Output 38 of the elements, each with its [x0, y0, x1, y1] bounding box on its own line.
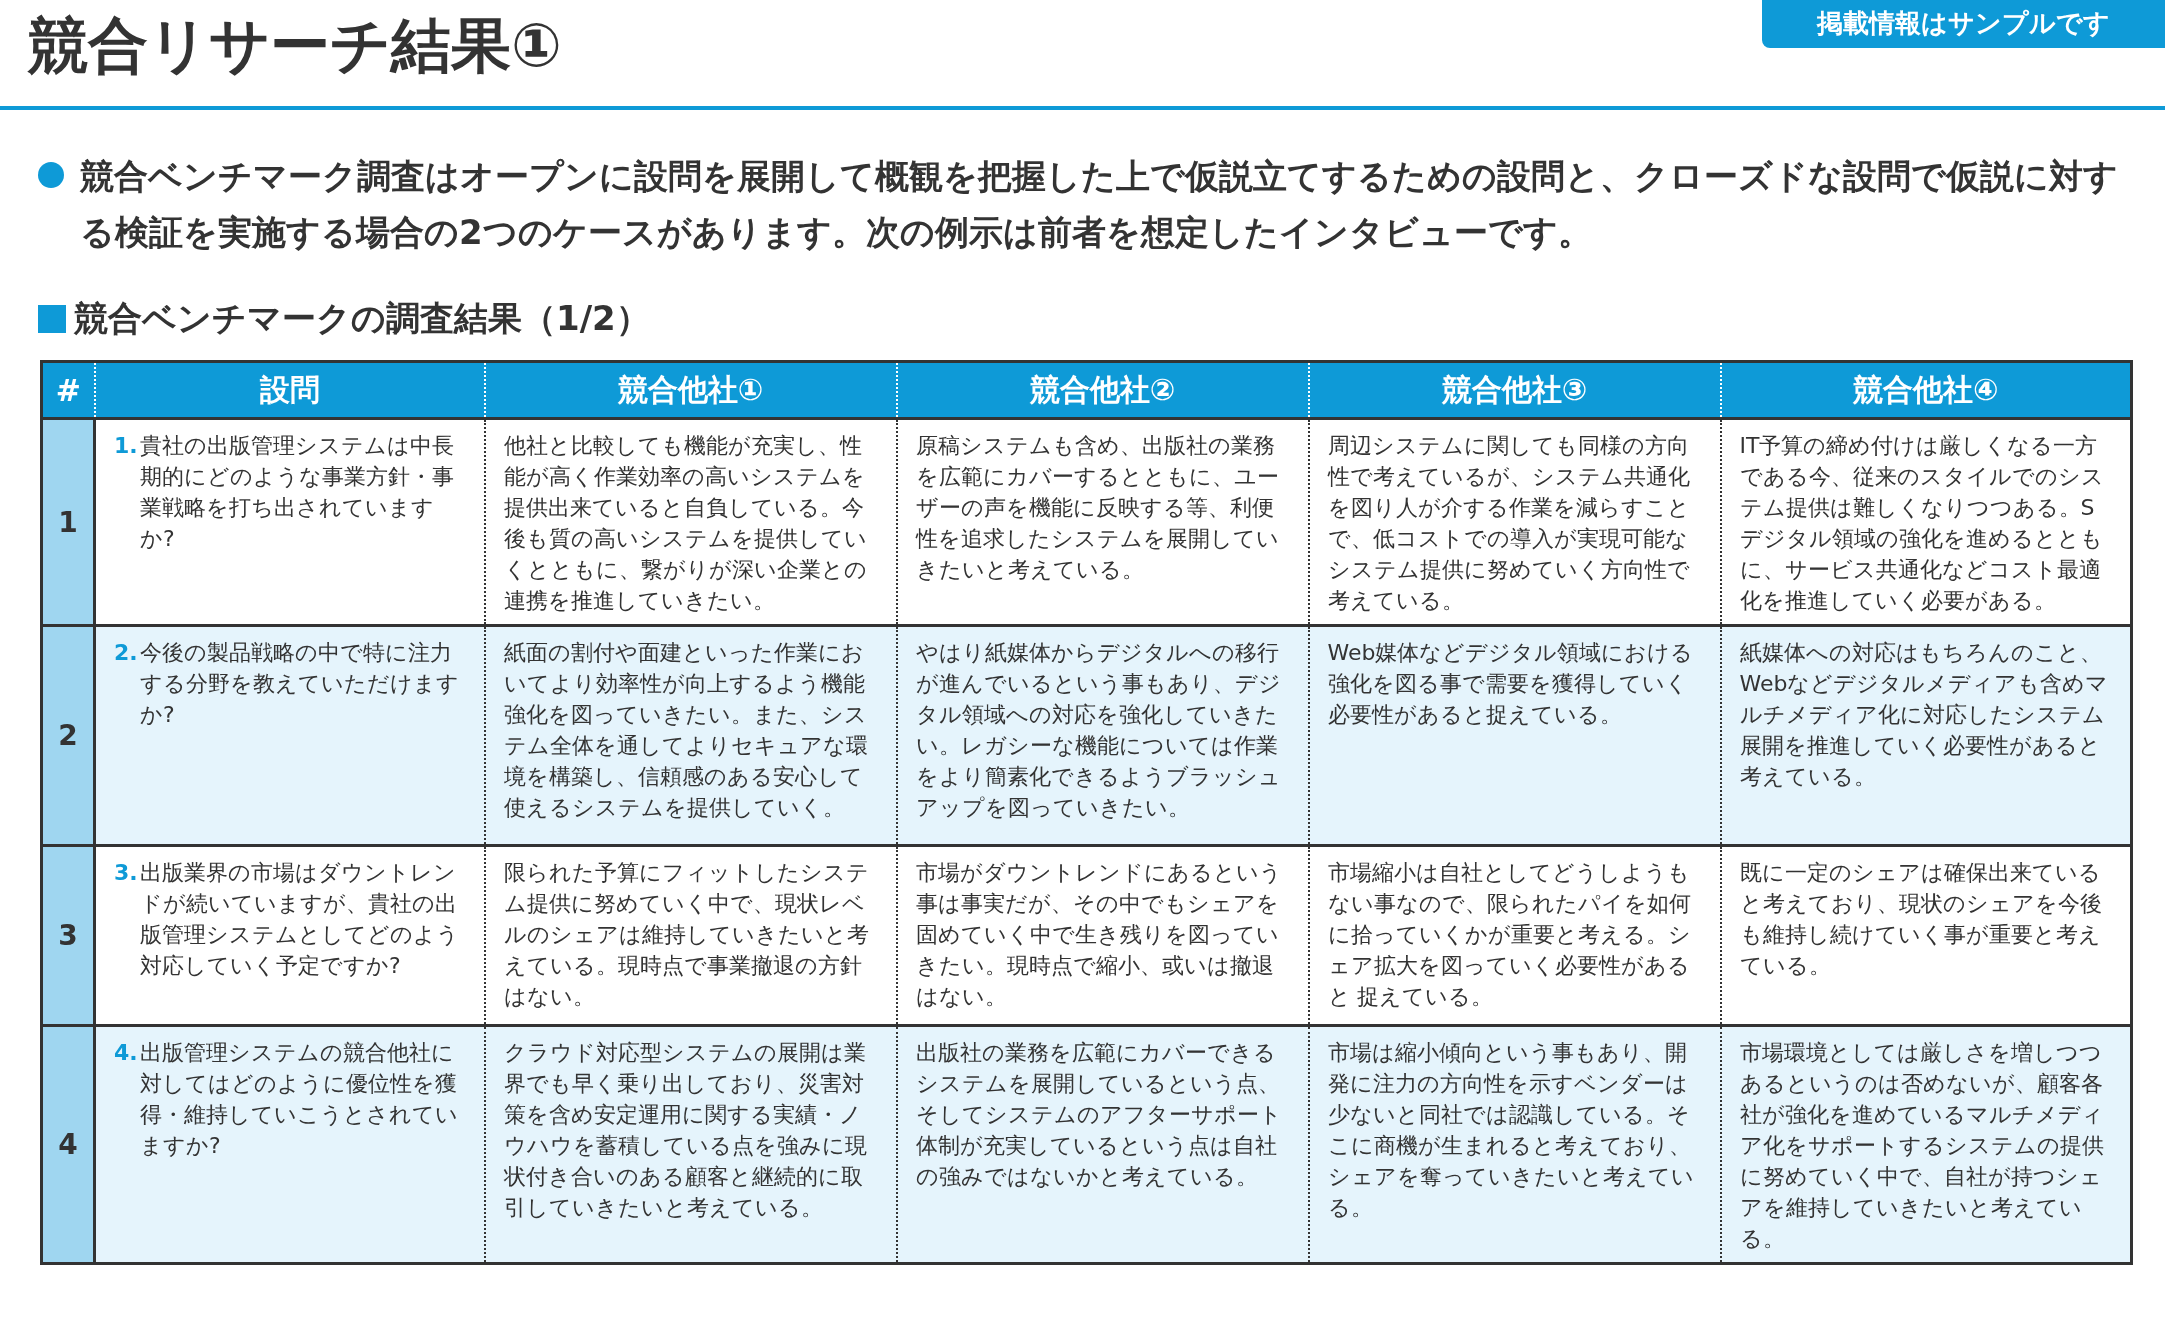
- column-header: 競合他社①: [484, 361, 897, 419]
- question-text: 今後の製品戦略の中で特に注力する分野を教えていただけますか?: [140, 640, 459, 727]
- answer-text: 原稿システムも含め、出版社の業務を広範にカバーするとともに、ユーザーの声を機能に反映する等、利便性を追求したシステムを展開していきたいと考えている。: [896, 418, 1309, 626]
- column-header: 設問: [94, 361, 485, 419]
- row-number: 2: [41, 625, 95, 846]
- answer-text: 市場環境としては厳しさを増しつつあるというのは否めないが、顧客各社が強化を進めているマルチメディア化をサポートするシステムの提供に努めていく中で、自社が持つシェアを維持していきたいと考えている。: [1720, 1025, 2132, 1264]
- answer-text: 紙媒体への対応はもちろんのこと、Webなどデジタルメディアも含めマルチメディア化に対応したシステム展開を推進していく必要性があると考えている。: [1720, 625, 2132, 846]
- answer-text: 市場は縮小傾向という事もあり、開発に注力の方向性を示すベンダーは少ないと同社では認識している。そこに商機が生まれると考えており、シェアを奪っていきたいと考えている。: [1308, 1025, 1721, 1264]
- question-text: 出版管理システムの競合他社に対してはどのように優位性を獲得・維持していこうとされていますか?: [140, 1040, 458, 1158]
- answer-text: 周辺システムに関しても同様の方向性で考えているが、システム共通化を図り人が介する作業を減らすことで、低コストでの導入が実現可能なシステム提供に努めていく方向性で考えている。: [1308, 418, 1721, 626]
- question-text: 貴社の出版管理システムは中長期的にどのような事業方針・事業戦略を打ち出されていますか?: [140, 433, 454, 551]
- question-text: 出版業界の市場はダウントレンドが続いていますが、貴社の出版管理システムとしてどのよう対応していく予定ですか?: [140, 860, 459, 978]
- row-number: 4: [41, 1025, 95, 1264]
- column-header: 競合他社③: [1308, 361, 1721, 419]
- row-number: 3: [41, 845, 95, 1026]
- question-number: 2.: [114, 639, 138, 667]
- answer-text: やはり紙媒体からデジタルへの移行が進んでいるという事もあり、デジタル領域への対応を強化していきたい。レガシーな機能については作業をより簡素化できるようブラッシュアップを図っていきたい。: [896, 625, 1309, 846]
- question-number: 1.: [114, 432, 138, 460]
- intro-paragraph: 競合ベンチマーク調査はオープンに設問を展開して概観を把握した上で仮説立てするための設問と、クローズドな設問で仮説に対する検証を実施する場合の2つのケースがあります。次の例示は前者を想定したインタビューです。: [80, 155, 2119, 254]
- answer-text: IT予算の締め付けは厳しくなる一方である今、従来のスタイルでのシステム提供は難しくなりつつある。Sデジタル領域の強化を進めるとともに、サービス共通化などコスト最適化を推進していく必要がある。: [1720, 418, 2132, 626]
- answer-text: クラウド対応型システムの展開は業界でも早く乗り出しており、災害対策を含め安定運用に関する実績・ノウハウを蓄積している点を強みに現状付き合いのある顧客と継続的に取引していきたいと考えている。: [484, 1025, 897, 1264]
- question-number: 4.: [114, 1039, 138, 1067]
- sample-notice-badge: 掲載情報はサンプルです: [1762, 0, 2165, 48]
- column-header: 競合他社②: [896, 361, 1309, 419]
- answer-text: 既に一定のシェアは確保出来ていると考えており、現状のシェアを今後も維持し続けていく事が重要と考えている。: [1720, 845, 2132, 1026]
- question-number: 3.: [114, 859, 138, 887]
- answer-text: 他社と比較しても機能が充実し、性能が高く作業効率の高いシステムを提供出来ていると自負している。今後も質の高いシステムを提供していくとともに、繋がりが深い企業との連携を推進していきたい。: [484, 418, 897, 626]
- section-heading: 競合ベンチマークの調査結果（1/2）: [74, 297, 650, 340]
- answer-text: 出版社の業務を広範にカバーできるシステムを展開しているという点、そしてシステムのアフターサポート体制が充実しているという点は自社の強みではないかと考えている。: [896, 1025, 1309, 1264]
- answer-text: 市場縮小は自社としてどうしようもない事なので、限られたパイを如何に拾っていくかが重要と考える。シェア拡大を図っていく必要性があると 捉えている。: [1308, 845, 1721, 1026]
- column-header: #: [41, 361, 95, 419]
- column-header: 競合他社④: [1720, 361, 2132, 419]
- row-number: 1: [41, 418, 95, 626]
- answer-text: 限られた予算にフィットしたシステム提供に努めていく中で、現状レベルのシェアは維持していきたいと考えている。現時点で事業撤退の方針はない。: [484, 845, 897, 1026]
- answer-text: 市場がダウントレンドにあるという事は事実だが、その中でもシェアを固めていく中で生き残りを図っていきたい。現時点で縮小、或いは撤退はない。: [896, 845, 1309, 1026]
- answer-text: Web媒体などデジタル領域における強化を図る事で需要を獲得していく必要性があると捉えている。: [1308, 625, 1721, 846]
- answer-text: 紙面の割付や面建といった作業においてより効率性が向上するよう機能強化を図っていきたい。また、システム全体を通してよりセキュアな環境を構築し、信頼感のある安心して使えるシステムを提供していく。: [484, 625, 897, 846]
- page-title: 競合リサーチ結果①: [28, 9, 562, 82]
